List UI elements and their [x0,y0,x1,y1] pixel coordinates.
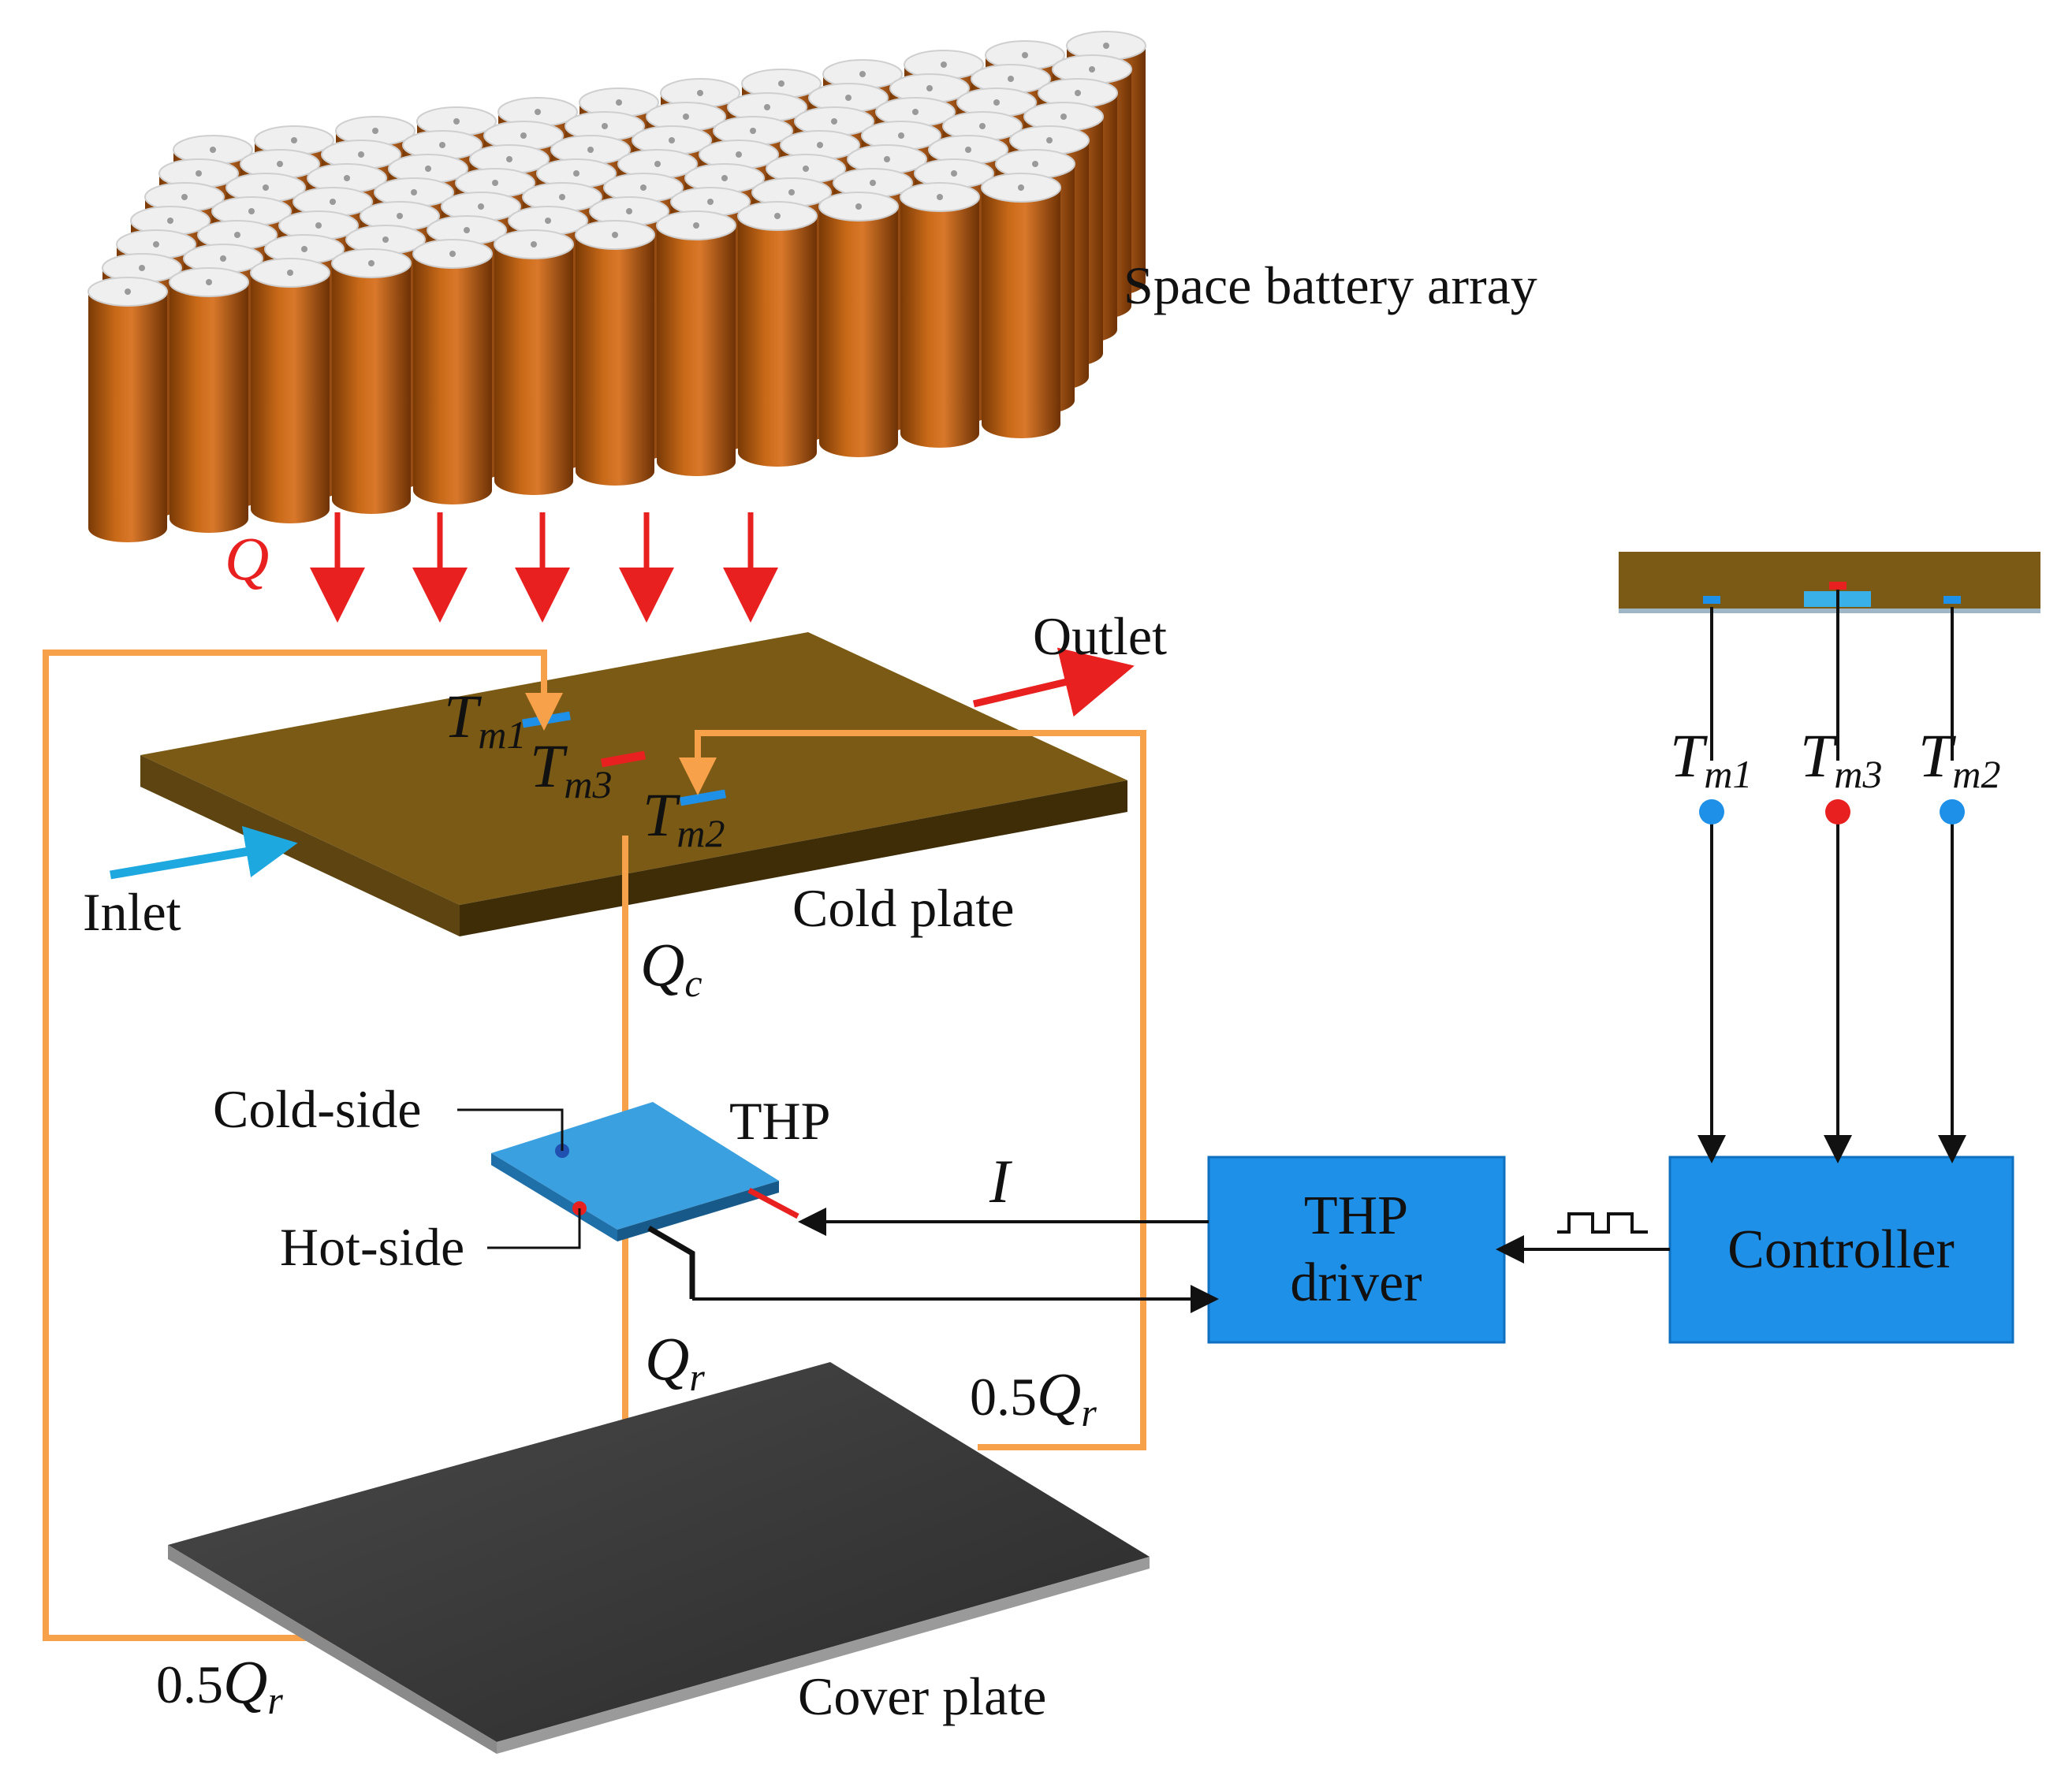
thp-red-lead [747,1187,799,1219]
battery-cell [575,220,655,486]
battery-array [88,31,1146,542]
sensor-cross-section [1619,552,2040,613]
qr-label: Qr [645,1324,705,1399]
square-wave-icon [1557,1212,1648,1234]
cold-side-leader [457,1108,564,1151]
cover-plate [168,1362,1150,1754]
thp-driver-block [1207,1156,1506,1344]
sensor-tm3 [601,750,646,768]
tm1-plate-label: Tm1 [444,682,527,757]
thp-driver-label-line1: THP [1304,1185,1408,1246]
half-qr-left-label: 0.5Qr [156,1647,283,1722]
battery-cell [88,277,168,542]
sensor-tm2 [680,789,726,806]
tm1-signal-label: Tm1 [1670,721,1753,796]
tm2-plate-label: Tm2 [643,780,725,855]
tm2-signal-label: Tm2 [1918,721,2001,796]
tm3-signal-label: Tm3 [1800,721,1883,796]
battery-cell [737,201,818,467]
cold-plate-label: Cold plate [792,878,1014,938]
tm3-signal-dot [1825,799,1850,824]
tm3-plate-label: Tm3 [530,731,613,806]
thp-label: THP [729,1091,830,1151]
outlet-arrow [972,647,1135,717]
battery-cell [412,239,493,504]
tm2-signal-dot [1940,799,1965,824]
controller-label: Controller [1727,1219,1955,1280]
battery-cell [981,173,1061,438]
current-label: I [989,1147,1013,1215]
controller-block [1668,1156,2014,1344]
right-heat-loop [679,730,1146,1450]
hot-side-label: Hot-side [280,1217,464,1277]
thp-driver-label-line2: driver [1290,1252,1422,1313]
outlet-label: Outlet [1033,606,1167,666]
sensor-wires [1697,590,1966,1163]
battery-cell [494,229,574,495]
heat-q-label: Q [225,524,269,593]
battery-array-label: Space battery array [1124,255,1537,315]
cover-plate-label: Cover plate [798,1666,1046,1726]
battery-cell [900,182,980,448]
inlet-arrow [110,826,298,880]
battery-cell [169,267,249,533]
left-heat-loop [43,650,563,1641]
inlet-label: Inlet [83,882,181,942]
thp-black-lead [647,1225,695,1299]
battery-cell [818,192,899,457]
battery-cell [250,258,330,523]
hot-side-leader [487,1208,581,1249]
half-qr-right-label: 0.5Qr [970,1360,1097,1435]
heat-flux-arrows [310,512,778,623]
tm1-signal-dot [1699,799,1724,824]
qc-label: Qc [640,930,702,1005]
battery-cell [331,248,412,514]
battery-cell [656,210,736,476]
cold-side-label: Cold-side [213,1079,421,1139]
